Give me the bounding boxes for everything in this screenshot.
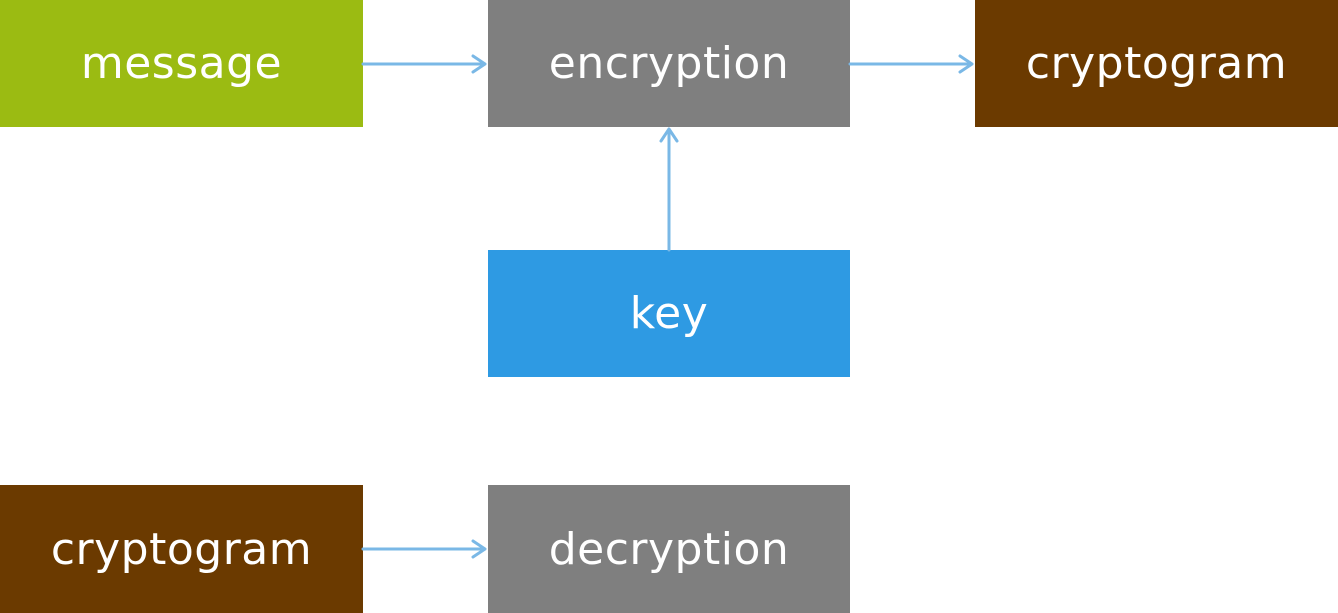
message-label: message [80,38,283,89]
decryption-label: decryption [548,523,790,575]
key-label: key [629,288,709,339]
encryption-label: encryption [548,38,790,89]
key-box: key [488,250,850,377]
decryption-box: decryption [488,485,850,613]
arrow-message-to-encryption [361,54,487,74]
cryptogram-input-label: cryptogram [50,523,313,575]
encryption-box: encryption [488,0,850,127]
cryptogram-output-box: cryptogram [975,0,1338,127]
cryptogram-output-label: cryptogram [1025,38,1288,89]
message-box: message [0,0,363,127]
arrow-encryption-to-cryptogram [848,54,974,74]
arrow-key-to-encryption [659,127,679,252]
arrow-cryptogram-to-decryption [361,539,487,559]
cryptogram-input-box: cryptogram [0,485,363,613]
